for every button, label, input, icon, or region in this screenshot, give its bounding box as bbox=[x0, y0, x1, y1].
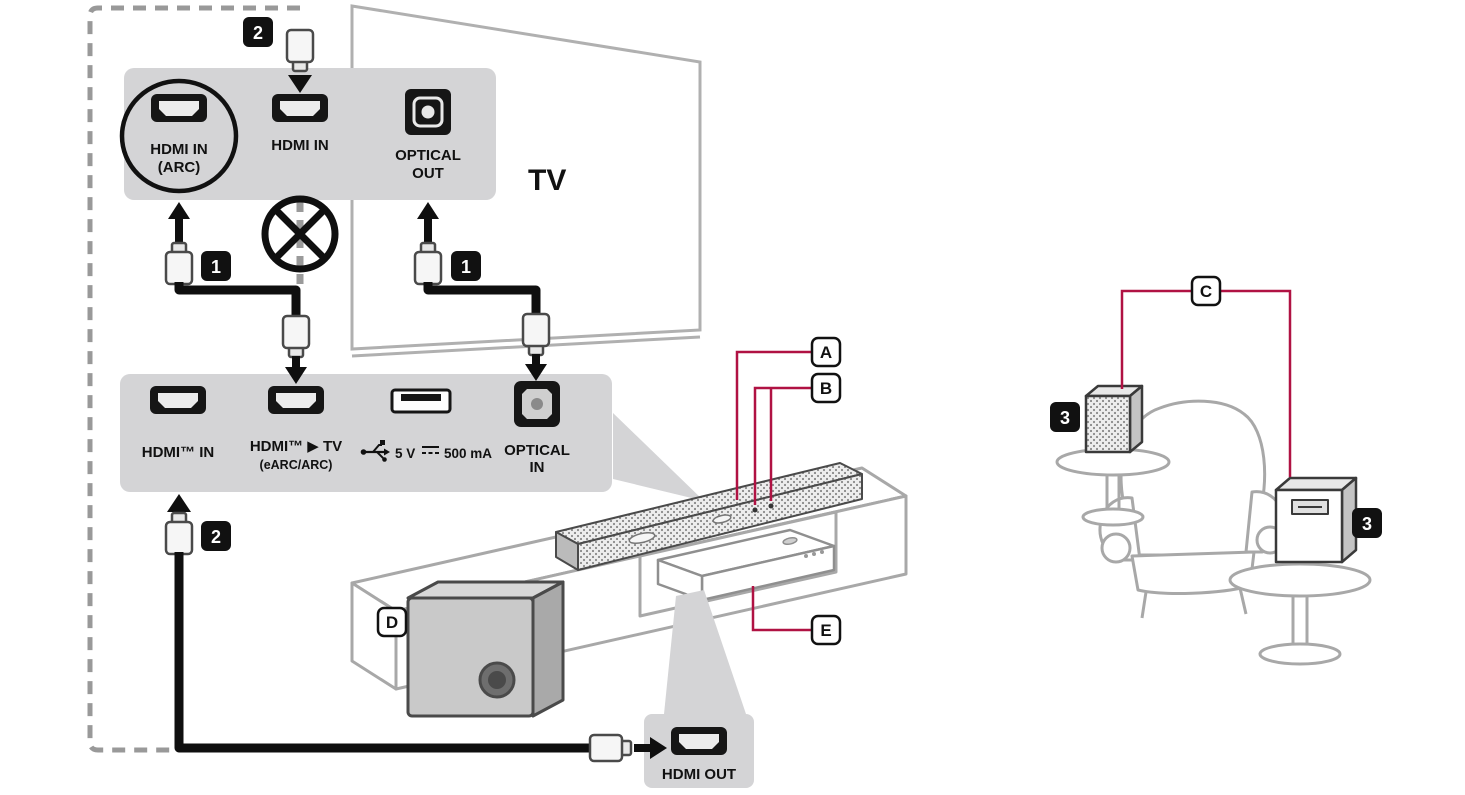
badge-d-label: D bbox=[386, 613, 398, 632]
stb-hdmi-out-port bbox=[671, 727, 727, 755]
badge-d: D bbox=[376, 606, 408, 638]
sb-optical-in-port bbox=[514, 381, 560, 427]
tv-optical-out-port bbox=[405, 89, 451, 135]
sb-optical-label-line2: IN bbox=[530, 459, 545, 476]
usb-icon bbox=[360, 440, 390, 462]
soundbar bbox=[555, 462, 863, 571]
arrow-up-optical-out bbox=[417, 202, 439, 243]
badge-c-label: C bbox=[1200, 282, 1212, 301]
step-3-right-label: 3 bbox=[1362, 514, 1372, 534]
badge-e-label: E bbox=[820, 621, 831, 640]
usb-voltage-label: 5 V bbox=[395, 446, 415, 461]
tv-hdmi-in-label: HDMI IN bbox=[271, 137, 329, 154]
step-2-bottom-label: 2 bbox=[211, 527, 221, 547]
sb-hdmi-in-label: HDMI™ IN bbox=[142, 444, 215, 461]
arrow-down-sb-hdmi-tv bbox=[285, 356, 307, 384]
sb-earc-label: (eARC/ARC) bbox=[260, 458, 333, 472]
cable-optical bbox=[423, 282, 541, 316]
callout-line-e bbox=[751, 586, 812, 632]
tv-hdmi-arc-port bbox=[151, 94, 207, 122]
panel-pointer-triangle bbox=[613, 413, 704, 501]
subwoofer bbox=[406, 580, 565, 718]
badge-e: E bbox=[810, 614, 842, 646]
step-1-optical-label: 1 bbox=[461, 257, 471, 277]
step-badge-3-left: 3 bbox=[1050, 402, 1080, 432]
step-1-arc-label: 1 bbox=[211, 257, 221, 277]
tv-optical-label-line1: OPTICAL bbox=[395, 147, 461, 164]
rear-speaker-right bbox=[1274, 476, 1358, 564]
right-side-table bbox=[1228, 562, 1372, 666]
hdmi-out-label: HDMI OUT bbox=[662, 766, 736, 783]
stb-pointer-triangle bbox=[664, 590, 746, 714]
set-top-box bbox=[656, 528, 836, 602]
tv-arc-label-line2: (ARC) bbox=[158, 159, 201, 176]
sb-optical-label-line1: OPTICAL bbox=[504, 442, 570, 459]
badge-b-label: B bbox=[820, 379, 832, 398]
usb-current-label: 500 mA bbox=[444, 446, 492, 461]
badge-a: A bbox=[810, 336, 842, 368]
tv-ports-panel: HDMI IN (ARC) HDMI IN OPTICAL OUT bbox=[119, 68, 496, 200]
step-badges: 2 1 1 2 3 3 bbox=[201, 17, 1382, 551]
arrow-up-arc bbox=[168, 202, 190, 243]
badge-b: B bbox=[810, 372, 842, 404]
hdmi-plug-sb-in bbox=[164, 511, 194, 556]
sb-hdmi-tv-label: HDMI™ ▶ TV bbox=[250, 438, 342, 455]
hdmi-plug-out bbox=[588, 733, 633, 763]
sb-hdmi-tv-port bbox=[268, 386, 324, 414]
step-badge-2-bottom: 2 bbox=[201, 521, 231, 551]
armchair bbox=[1098, 399, 1286, 619]
arrow-down-tv-hdmi-in bbox=[288, 75, 312, 93]
cable-arc bbox=[174, 282, 301, 318]
sb-usb-port bbox=[390, 388, 452, 414]
callout-line-a bbox=[735, 350, 812, 500]
step-badge-1-optical: 1 bbox=[451, 251, 481, 281]
cables bbox=[164, 28, 667, 763]
letter-badges: A B C D E bbox=[376, 275, 1222, 646]
tv-label: TV bbox=[528, 164, 566, 197]
hdmi-out-panel: HDMI OUT bbox=[644, 714, 754, 788]
step-3-left-label: 3 bbox=[1060, 408, 1070, 428]
tv-hdmi-in-port bbox=[272, 94, 328, 122]
hdmi-plug-arc bbox=[164, 241, 194, 286]
callout-line-b bbox=[753, 386, 812, 505]
arc-highlight-circle bbox=[119, 78, 239, 194]
badge-a-label: A bbox=[820, 343, 832, 362]
prohibition-x-icon bbox=[272, 206, 328, 262]
soundbar-ports-panel: HDMI™ IN HDMI™ ▶ TV (eARC/ARC) 5 V 500 m… bbox=[120, 374, 612, 492]
arrow-up-sb-hdmi-in bbox=[167, 494, 191, 512]
rear-speaker-left bbox=[1084, 384, 1144, 454]
step-badge-2-top: 2 bbox=[243, 17, 273, 47]
hdmi-plug-top bbox=[285, 28, 315, 73]
dashed-cable-route bbox=[87, 5, 300, 753]
step-badge-1-arc: 1 bbox=[201, 251, 231, 281]
sb-hdmi-in-port bbox=[150, 386, 206, 414]
optical-plug-tv bbox=[413, 241, 443, 286]
prohibited-connection bbox=[261, 195, 339, 290]
optical-plug-sb bbox=[521, 312, 551, 357]
cable-hdmi-out bbox=[174, 552, 590, 753]
arrow-right-hdmi-out bbox=[634, 737, 667, 759]
dc-symbol-icon bbox=[422, 446, 439, 454]
hdmi-plug-sb-tv bbox=[281, 314, 311, 359]
step-badge-3-right: 3 bbox=[1352, 508, 1382, 538]
arrow-down-optical-in bbox=[525, 354, 547, 381]
prohibition-circle-icon bbox=[261, 195, 339, 273]
tv-optical-label-line2: OUT bbox=[412, 165, 444, 182]
step-2-top-label: 2 bbox=[253, 23, 263, 43]
left-side-table bbox=[1055, 447, 1171, 527]
tv-arc-label-line1: HDMI IN bbox=[150, 141, 208, 158]
badge-c: C bbox=[1190, 275, 1222, 307]
